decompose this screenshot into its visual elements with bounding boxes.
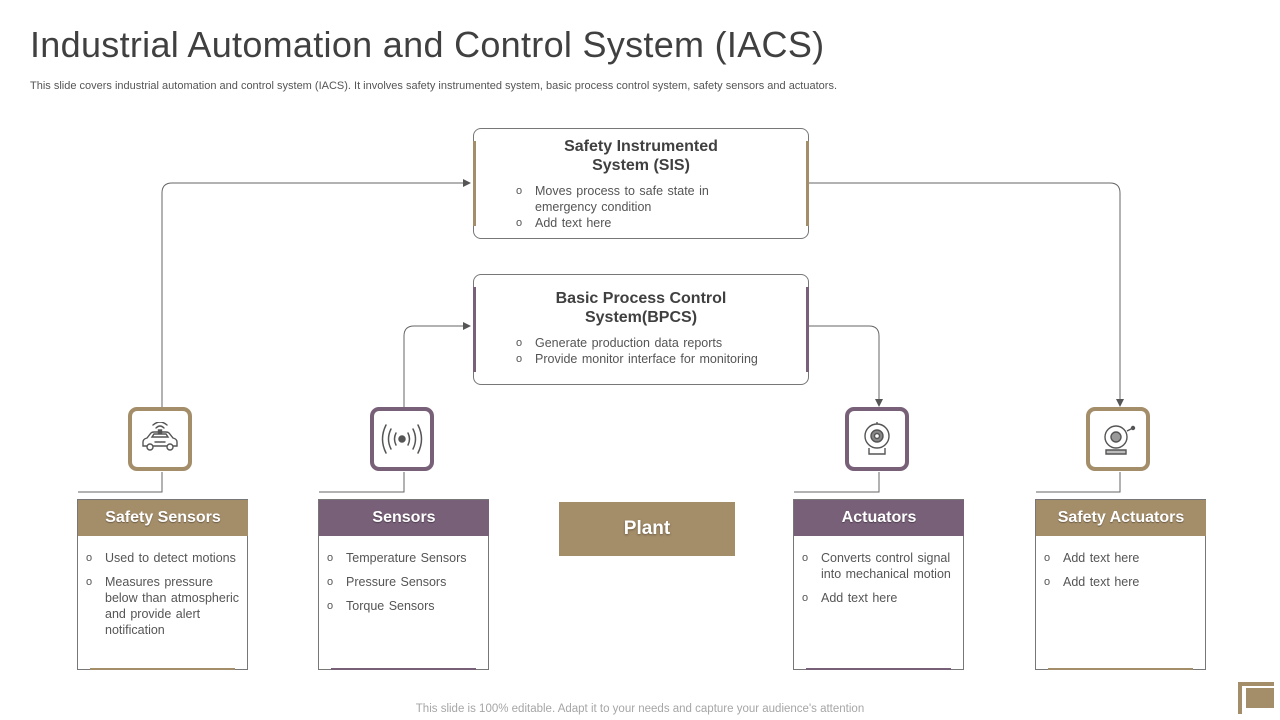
sis-title: Safety Instrumented System (SIS) [564,138,718,174]
list-item: Add text here [802,590,959,606]
connector-icon-to-card-2 [319,472,405,493]
safety-actuators-icon-box [1086,407,1150,471]
connector-icon-to-card-4 [1036,472,1121,493]
card-accent-bar [1048,668,1193,670]
bpcs-item: Generate production data reports [516,335,808,351]
safety-sensors-header: Safety Sensors [78,500,248,536]
actuators-header: Actuators [794,500,964,536]
bpcs-accent-left [473,287,476,372]
bpcs-accent-right [806,287,809,372]
bpcs-title: Basic Process Control System(BPCS) [555,290,727,326]
safety-actuators-card: Safety Actuators Add text here Add text … [1035,499,1206,670]
card-accent-bar [806,668,951,670]
sensor-waves-icon [381,424,423,454]
card-accent-bar [90,668,235,670]
list-item: Used to detect motions [86,550,243,566]
connector-safety-sensors-to-sis [161,179,471,408]
sensors-header: Sensors [319,500,489,536]
sis-accent-left [473,141,476,226]
alarm-bell-icon [1104,425,1136,455]
connector-icon-to-card-1 [78,472,163,493]
safety-sensors-list: Used to detect motions Measures pressure… [86,550,243,646]
safety-actuators-header: Safety Actuators [1036,500,1206,536]
actuators-icon-box [845,407,909,471]
list-item: Temperature Sensors [327,550,484,566]
page-subtitle: This slide covers industrial automation … [30,80,837,92]
car-alarm-icon [142,422,178,451]
sensors-icon-box [370,407,434,471]
list-item: Add text here [1044,550,1201,566]
actuator-icon [864,422,890,455]
safety-sensors-card: Safety Sensors Used to detect motions Me… [77,499,248,670]
footer-note: This slide is 100% editable. Adapt it to… [415,703,865,715]
card-accent-bar [331,668,476,670]
actuators-list: Converts control signal into mechanical … [802,550,959,614]
bpcs-box: Basic Process Control System(BPCS) Gener… [473,274,809,385]
sis-list: Moves process to safe state inemergency … [474,183,808,231]
sis-item: Moves process to safe state inemergency … [516,183,808,215]
page-title: Industrial Automation and Control System… [30,24,825,65]
connector-sis-to-safety-actuators [808,182,1124,407]
safety-actuators-list: Add text here Add text here [1044,550,1201,598]
corner-logo-icon [1238,682,1274,714]
bpcs-item: Provide monitor interface for monitoring [516,351,808,367]
plant-box: Plant [559,502,735,556]
connector-icon-to-card-3 [794,472,880,493]
list-item: Pressure Sensors [327,574,484,590]
list-item: Torque Sensors [327,598,484,614]
connector-sensors-to-bpcs [403,322,471,408]
bpcs-list: Generate production data reports Provide… [474,335,808,367]
sensors-card: Sensors Temperature Sensors Pressure Sen… [318,499,489,670]
list-item: Converts control signal into mechanical … [802,550,959,582]
sensors-list: Temperature Sensors Pressure Sensors Tor… [327,550,484,622]
connector-bpcs-to-actuators [808,325,883,407]
sis-box: Safety Instrumented System (SIS) Moves p… [473,128,809,239]
list-item: Measures pressure below than atmospheric… [86,574,243,638]
safety-sensors-icon-box [128,407,192,471]
sis-item: Add text here [516,215,808,231]
list-item: Add text here [1044,574,1201,590]
actuators-card: Actuators Converts control signal into m… [793,499,964,670]
